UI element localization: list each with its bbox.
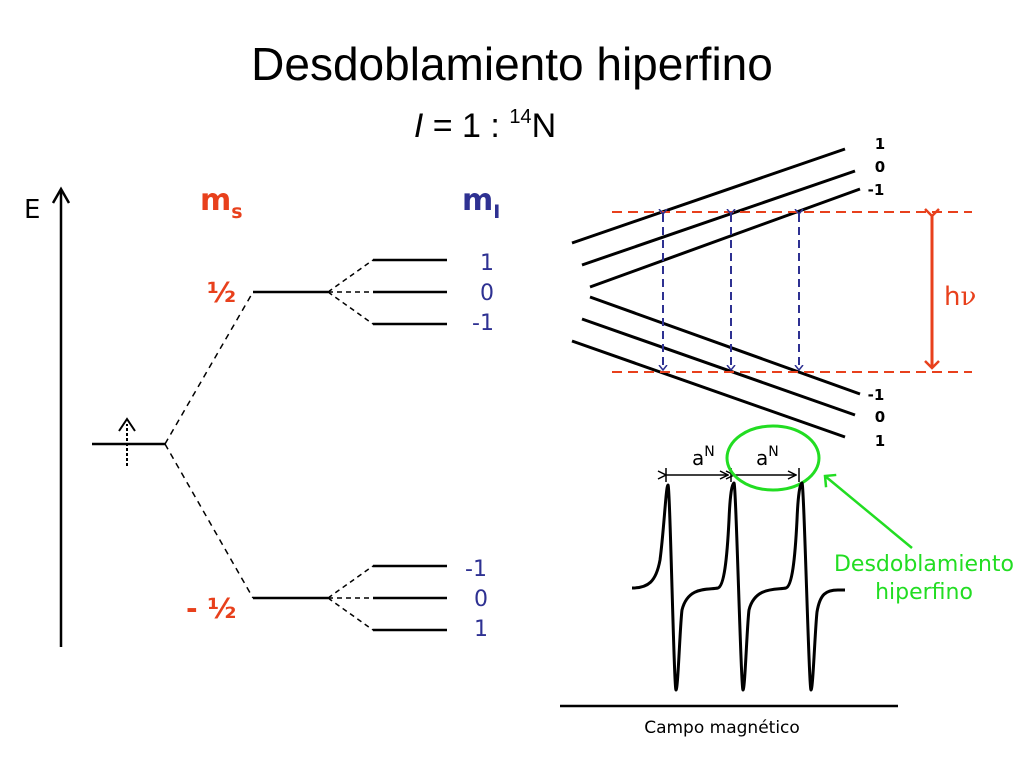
- zeeman-connector-lower: [164, 443, 254, 599]
- upper-mi-value: 0: [480, 281, 494, 306]
- fan-lower-level: [571, 339, 846, 439]
- energy-axis-arrowhead: [51, 186, 71, 204]
- highlight-ellipse: [725, 424, 821, 492]
- ms-lower-value: - ½: [186, 592, 236, 625]
- coupling-label-sup: N: [704, 444, 714, 460]
- lower-split-connector: [327, 565, 374, 599]
- page-title: Desdoblamiento hiperfino: [251, 38, 773, 90]
- upper-mi-value: 1: [480, 251, 494, 276]
- lower-split-connector: [327, 597, 374, 631]
- upper-mi-value: -1: [472, 311, 494, 336]
- subtitle-mass-number: 14: [509, 106, 531, 128]
- epr-spectrum-trace: [631, 481, 845, 692]
- mi-label-sub: I: [493, 201, 500, 223]
- lower-hyperfine-split: [327, 565, 374, 631]
- fan-lower-level: [581, 317, 856, 417]
- photon-energy-label: hν: [944, 282, 976, 312]
- coupling-label: aN: [756, 444, 779, 470]
- ms-label-sub: s: [231, 201, 242, 223]
- coupling-label-base: a: [692, 446, 704, 470]
- ms-label: ms: [200, 183, 243, 223]
- magnetic-field-axis-label: Campo magnético: [644, 718, 800, 738]
- page-subtitle: I = 1 : 14N: [414, 106, 556, 145]
- fan-upper-level: [589, 187, 861, 289]
- highlight-pointer-arrow: [823, 473, 913, 549]
- upper-hyperfine-split: [327, 259, 374, 325]
- lower-mi-value: 0: [474, 587, 488, 612]
- lower-mi-value: -1: [465, 557, 487, 582]
- fan-upper-mi-value: 0: [875, 158, 885, 176]
- fan-lower-mi-value: 1: [875, 432, 885, 450]
- photon-nu: ν: [960, 282, 976, 312]
- upper-split-connector: [327, 259, 374, 293]
- subtitle-variable: I: [414, 107, 424, 145]
- fan-upper-level: [581, 169, 856, 267]
- hyperfine-caption: Desdoblamiento hiperfino: [834, 552, 1014, 605]
- electron-spin-arrowhead: [118, 417, 136, 432]
- ms-upper-value: ½: [207, 276, 236, 309]
- photon-h: h: [944, 282, 960, 312]
- upper-split-connector: [327, 291, 374, 325]
- hyperfine-caption-line: Desdoblamiento: [834, 552, 1014, 577]
- fan-lower-mi-value: -1: [868, 386, 885, 404]
- mi-label-base: m: [462, 183, 493, 218]
- mi-label: mI: [462, 183, 500, 223]
- coupling-label-sup: N: [768, 444, 778, 460]
- fan-lower-level: [589, 295, 861, 396]
- lower-mi-value: 1: [474, 617, 488, 642]
- fan-upper-mi-value: -1: [868, 181, 885, 199]
- hyperfine-caption-line: hiperfino: [875, 580, 973, 605]
- coupling-label-base: a: [756, 446, 768, 470]
- zeeman-connector-upper: [164, 291, 254, 445]
- fan-upper-mi-value: 1: [875, 135, 885, 153]
- coupling-label: aN: [692, 444, 715, 470]
- fan-upper-level: [571, 147, 846, 245]
- fan-lower-mi-value: 0: [875, 408, 885, 426]
- subtitle-equation: = 1 :: [423, 107, 509, 145]
- subtitle-element: N: [532, 107, 557, 145]
- energy-axis-label: E: [24, 195, 40, 225]
- ms-label-base: m: [200, 183, 231, 218]
